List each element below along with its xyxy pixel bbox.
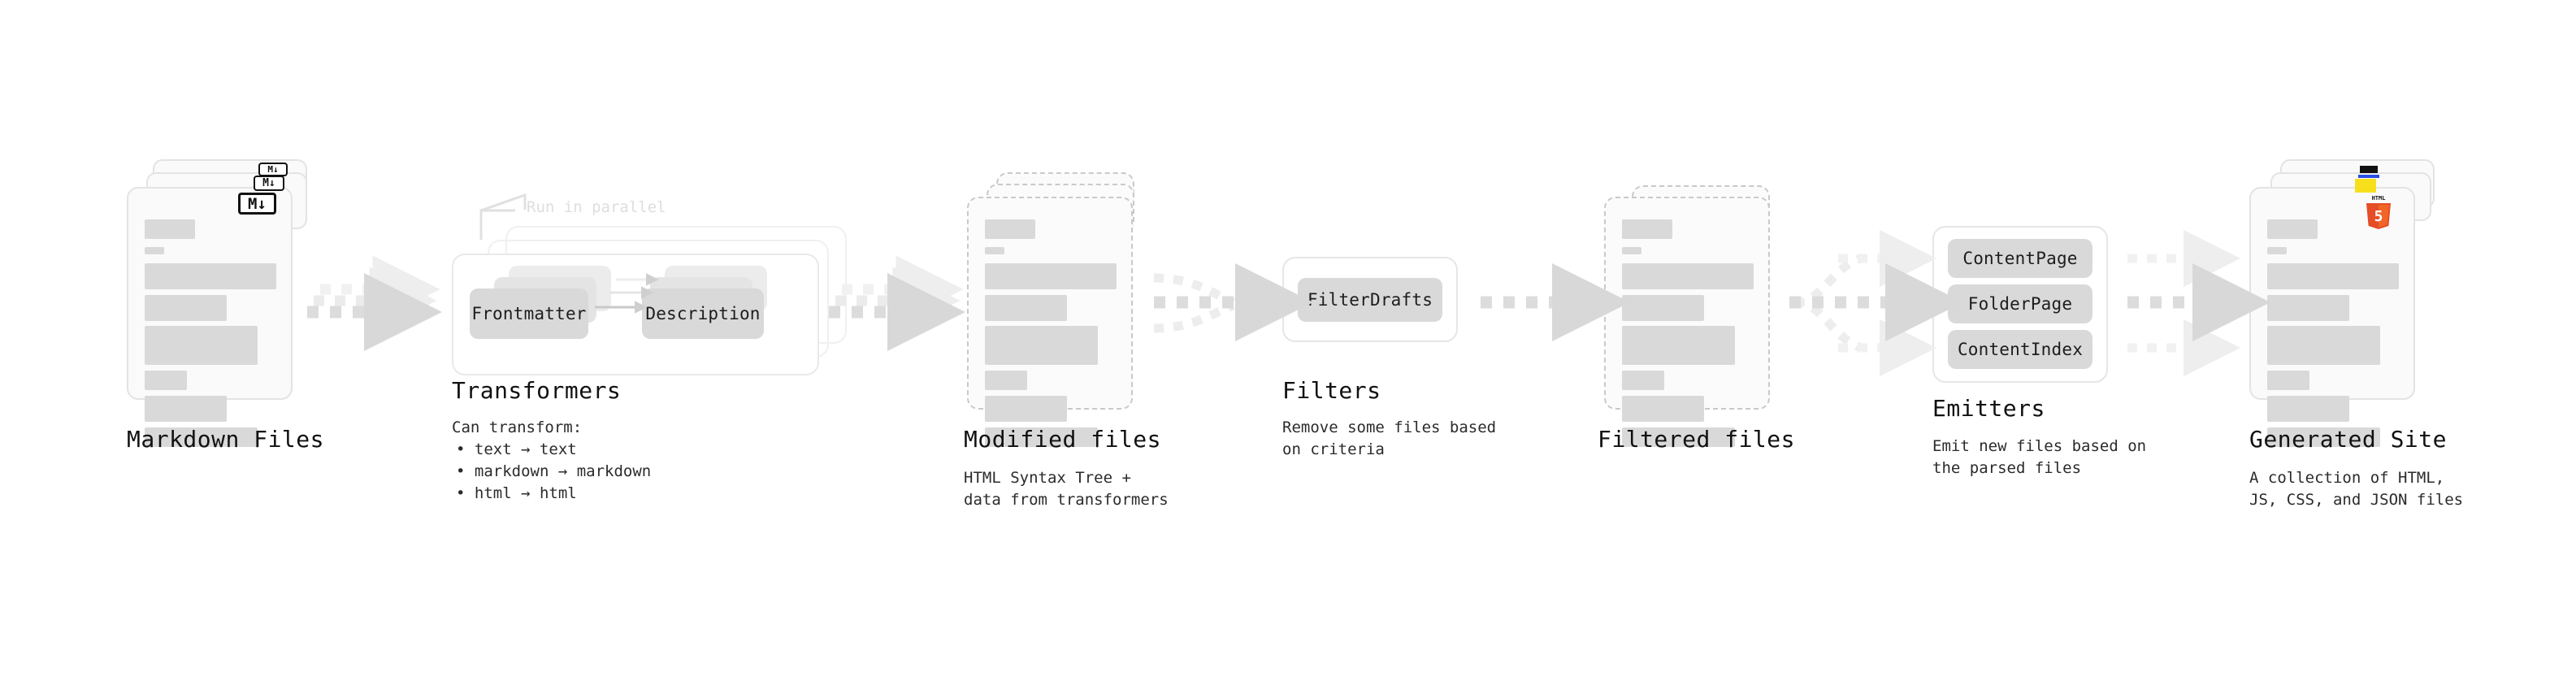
modified-files-caption-1: data from transformers	[964, 491, 1169, 509]
generated-site-caption-0: A collection of HTML,	[2249, 469, 2445, 487]
generated-site-title: Generated Site	[2249, 426, 2448, 453]
filtered-file-card-front	[1604, 197, 1770, 447]
skeleton-bar	[2267, 326, 2380, 365]
skeleton-bar	[1622, 295, 1704, 321]
arrow-emitters-to-site	[2127, 229, 2270, 377]
skeleton-bar	[985, 295, 1067, 321]
markdown-file-card-front	[127, 187, 293, 447]
skeleton-bar	[2267, 371, 2309, 390]
modified-file-card-front	[967, 197, 1133, 447]
skeleton-bar	[985, 263, 1117, 289]
skeleton-bar	[1622, 427, 1735, 447]
skeleton-bar	[1622, 326, 1735, 365]
emitter-chip-contentindex[interactable]: ContentIndex	[1948, 330, 2092, 369]
skeleton-bar	[145, 396, 227, 422]
transformers-title: Transformers	[452, 377, 622, 404]
arrow-modified-to-filters	[1153, 262, 1313, 341]
skeleton-bar	[985, 396, 1067, 422]
skeleton-bar	[1622, 396, 1704, 422]
transformers-caption-0: Can transform:	[452, 419, 583, 436]
arrow-filtered-to-emitters	[1789, 229, 1963, 377]
skeleton-bar	[2267, 247, 2287, 254]
transformers-caption-2: • markdown → markdown	[456, 462, 652, 480]
svg-text:5: 5	[2374, 208, 2383, 225]
svg-text:HTML: HTML	[2372, 195, 2386, 202]
skeleton-bar	[145, 295, 227, 321]
skeleton-bar	[985, 219, 1035, 239]
markdown-icon-mid: M↓	[254, 176, 284, 191]
modified-files-title: Modified files	[964, 426, 1162, 453]
arrow-markdown-to-transformers	[307, 255, 442, 351]
emitters-caption-1: the parsed files	[1932, 459, 2082, 477]
skeleton-bar	[2267, 427, 2380, 447]
generated-site-caption-1: JS, CSS, and JSON files	[2249, 491, 2464, 509]
skeleton-bar	[1622, 263, 1754, 289]
markdown-icon-back: M↓	[258, 163, 288, 176]
skeleton-bar	[1622, 371, 1664, 390]
transformers-caption-1: • text → text	[456, 440, 577, 458]
transformer-chip-description[interactable]: Description	[642, 288, 764, 339]
markdown-files-title: Markdown Files	[127, 426, 325, 453]
emitters-caption-0: Emit new files based on	[1932, 437, 2147, 455]
skeleton-bar	[985, 427, 1098, 447]
skeleton-bar	[2267, 219, 2318, 239]
emitter-chip-contentindex-label: ContentIndex	[1957, 340, 2084, 359]
transformer-chip-frontmatter[interactable]: Frontmatter	[470, 288, 588, 339]
skeleton-bar	[145, 219, 195, 239]
skeleton-bar	[145, 371, 187, 390]
skeleton-bar	[2267, 295, 2349, 321]
filter-chip-filterdrafts-label: FilterDrafts	[1307, 290, 1433, 310]
filters-caption-1: on criteria	[1282, 440, 1385, 458]
filters-caption-0: Remove some files based	[1282, 419, 1497, 436]
skeleton-bar	[985, 371, 1027, 390]
skeleton-bar	[145, 427, 258, 447]
modified-files-caption-0: HTML Syntax Tree +	[964, 469, 1131, 487]
emitter-chip-contentpage[interactable]: ContentPage	[1948, 239, 2092, 278]
filters-title: Filters	[1282, 377, 1381, 404]
skeleton-bar	[1622, 247, 1641, 254]
css-icon	[2360, 166, 2378, 173]
skeleton-bar	[1622, 219, 1672, 239]
markdown-icon: M↓	[238, 193, 276, 215]
skeleton-bar	[985, 247, 1004, 254]
filtered-files-title: Filtered files	[1598, 426, 1796, 453]
emitters-title: Emitters	[1932, 395, 2045, 422]
emitter-chip-contentpage-label: ContentPage	[1962, 249, 2078, 268]
run-in-parallel-note: Run in parallel	[527, 198, 666, 216]
emitter-chip-folderpage-label: FolderPage	[1967, 294, 2073, 314]
transformer-chip-description-label: Description	[645, 304, 761, 323]
transformers-caption-3: • html → html	[456, 484, 577, 502]
js-icon	[2355, 179, 2376, 193]
css-icon-bar	[2358, 175, 2379, 178]
transformer-chip-frontmatter-label: Frontmatter	[471, 304, 587, 323]
html5-icon: HTML 5	[2363, 193, 2394, 229]
skeleton-bar	[2267, 396, 2349, 422]
emitter-chip-folderpage[interactable]: FolderPage	[1948, 284, 2092, 323]
skeleton-bar	[985, 326, 1098, 365]
skeleton-bar	[145, 247, 164, 254]
skeleton-bar	[145, 263, 276, 289]
skeleton-bar	[2267, 263, 2399, 289]
skeleton-bar	[145, 326, 258, 365]
filter-chip-filterdrafts[interactable]: FilterDrafts	[1298, 278, 1442, 322]
